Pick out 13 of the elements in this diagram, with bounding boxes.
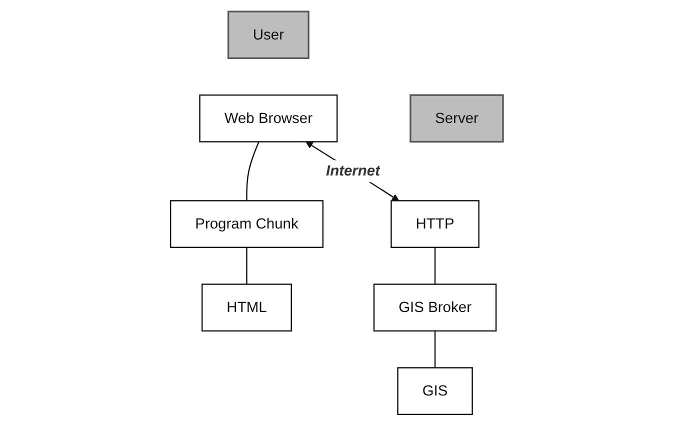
connector [434,247,436,284]
node-box: User [227,10,310,60]
node-box: HTML [201,284,292,332]
node-box: Program Chunk [170,200,324,248]
node-box: HTTP [390,200,480,248]
connector [246,247,248,284]
node-box: Server [409,94,504,143]
arrow [305,142,399,202]
node-box: GIS Broker [373,284,496,332]
connector [434,330,436,368]
node-box: GIS [396,367,473,416]
node-box: Web Browser [198,94,338,142]
connector [246,142,260,201]
